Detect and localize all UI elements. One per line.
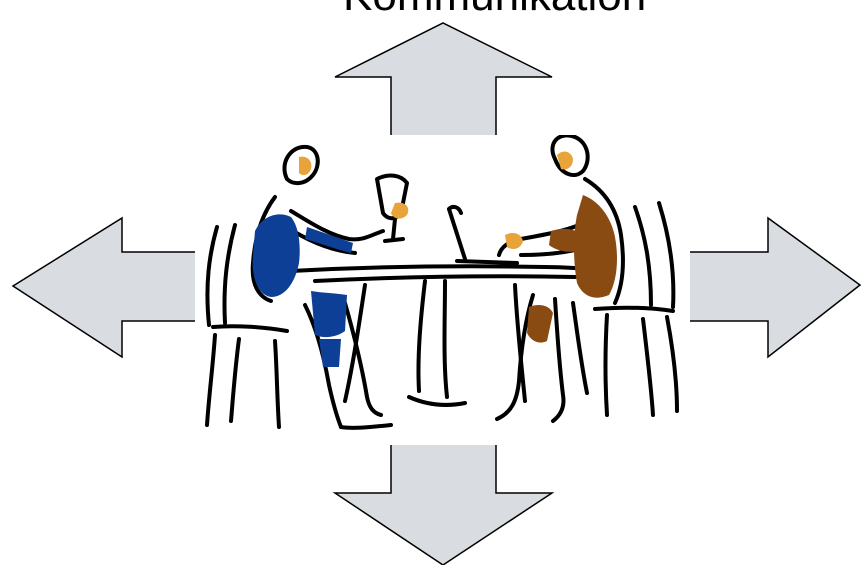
people-meeting-at-table-illustration — [195, 135, 690, 445]
arrow-right-icon — [684, 216, 862, 359]
slide-title: Kommunikation — [343, 0, 683, 18]
arrow-down-icon — [332, 437, 555, 565]
arrow-left-icon — [11, 216, 206, 359]
arrow-up-icon — [334, 22, 553, 159]
